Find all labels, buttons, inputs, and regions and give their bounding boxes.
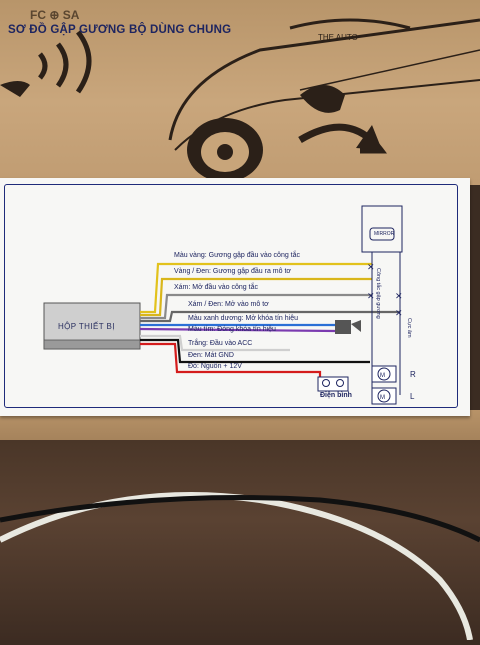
- wire-label-purple: Màu tím: Đóng khóa tín hiệu: [188, 326, 276, 333]
- svg-text:✕: ✕: [395, 308, 403, 318]
- svg-text:M: M: [380, 395, 385, 401]
- box-certification-marks: FC ⊕ SA: [30, 8, 80, 22]
- wire-label-gray-black: Xám / Đen: Mở vào mô tơ: [188, 301, 269, 308]
- svg-text:M: M: [380, 373, 385, 379]
- wire-label-gray: Xám: Mở đầu vào công tắc: [174, 284, 258, 291]
- svg-text:THE AUTO: THE AUTO: [318, 33, 358, 42]
- vertical-label-negative: Cực âm: [406, 318, 412, 338]
- cable: [0, 492, 480, 641]
- wire-label-red: Đỏ: Nguồn + 12V: [188, 363, 242, 370]
- device-box-label: HỘP THIẾT BỊ: [58, 322, 115, 331]
- cardboard-box-top: FC ⊕ SA THE AUTO: [0, 0, 480, 185]
- svg-text:✕: ✕: [367, 291, 375, 301]
- switch-label: MIRROR: [374, 231, 395, 237]
- right-motor-letter: R: [410, 370, 416, 379]
- wire-label-yellow-black: Vàng / Đen: Gương gập đầu ra mô tơ: [174, 268, 291, 275]
- wooden-table: [0, 440, 480, 641]
- wire-label-white: Trắng: Đầu vào ACC: [188, 340, 253, 347]
- left-motor-letter: L: [410, 392, 415, 401]
- wire-label-black: Đen: Mát GND: [188, 352, 234, 359]
- wire-label-yellow: Màu vàng: Gương gập đầu vào công tắc: [174, 252, 301, 259]
- label-border: [4, 184, 458, 408]
- vertical-label-switch: Công tắc gập gương: [375, 268, 381, 319]
- svg-text:✕: ✕: [395, 291, 403, 301]
- svg-text:✕: ✕: [367, 262, 375, 272]
- box-car-illustration: THE AUTO: [0, 18, 480, 182]
- diagram-title: SƠ ĐỒ GẬP GƯƠNG BỘ DÙNG CHUNG: [8, 24, 232, 36]
- battery-label: Điện bình: [320, 392, 352, 399]
- wire-label-blue: Màu xanh dương: Mở khóa tín hiệu: [188, 315, 298, 322]
